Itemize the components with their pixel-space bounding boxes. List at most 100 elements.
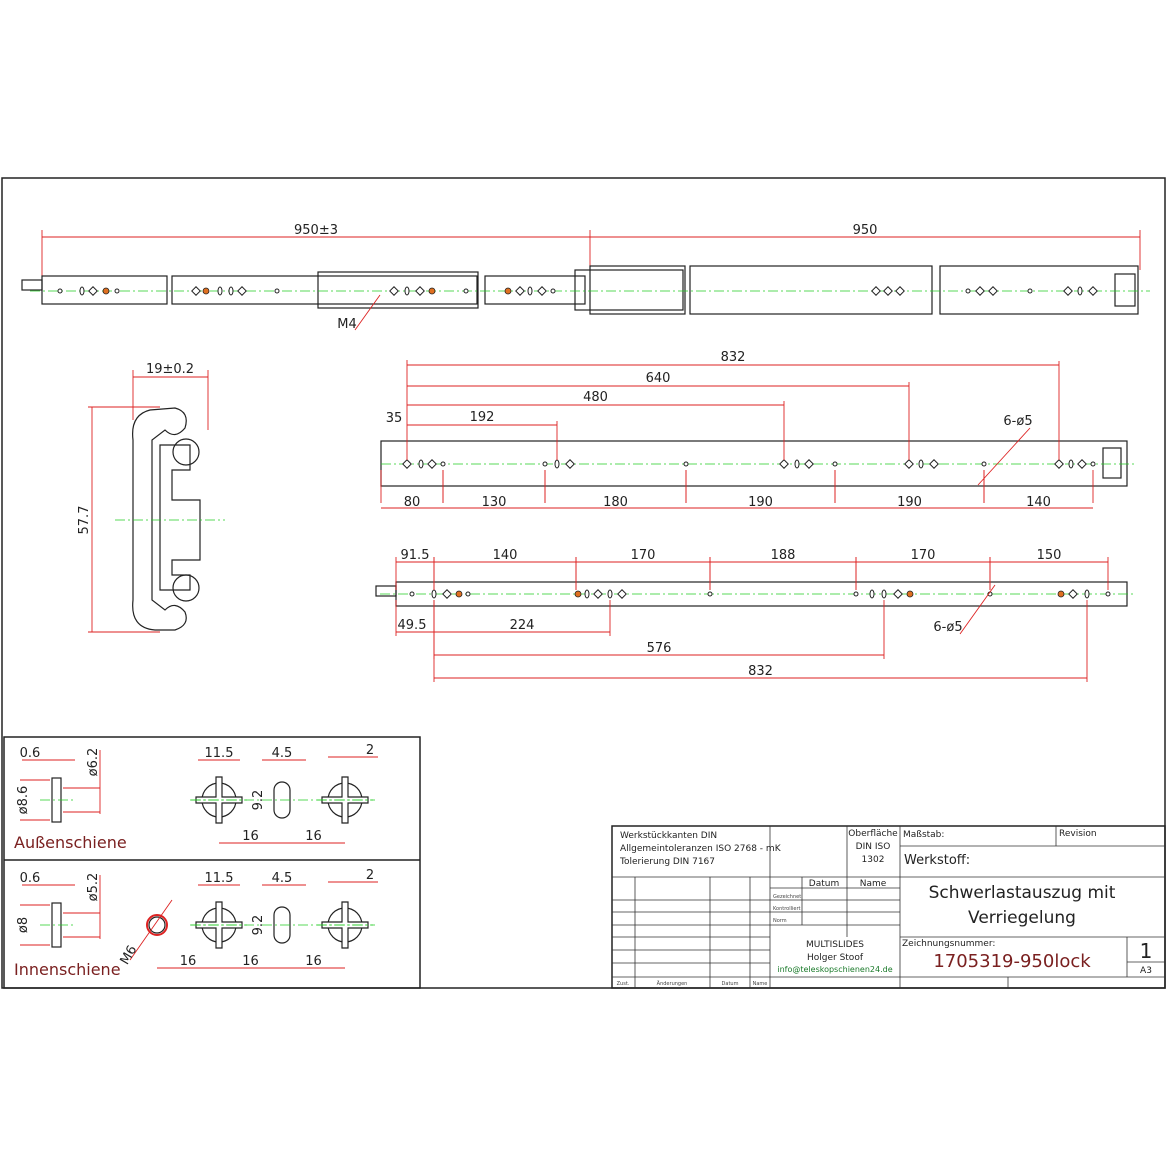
dim-slot-width: 4.5 <box>272 746 293 761</box>
dim-bottom: 224 <box>510 618 535 633</box>
hole-marker <box>427 459 437 469</box>
washer-dim: ø6.2 <box>86 748 101 777</box>
hole-marker <box>527 286 533 296</box>
hole-marker <box>57 288 63 294</box>
sheet-number: 1 <box>1140 939 1153 963</box>
hole-marker <box>574 590 582 598</box>
hole-marker <box>428 287 436 295</box>
hole-marker <box>537 286 547 296</box>
washer-dim: 0.6 <box>20 746 41 761</box>
hole-marker <box>442 589 452 599</box>
email-link[interactable]: info@teleskopschienen24.de <box>777 965 892 974</box>
hole-marker <box>929 459 939 469</box>
hole-marker <box>431 589 437 599</box>
drawing-number: 1705319-950lock <box>933 951 1091 972</box>
dim-top: 35 <box>386 411 403 426</box>
hole-marker <box>274 288 280 294</box>
hole-marker <box>1063 286 1073 296</box>
hole-marker <box>779 459 789 469</box>
thread-label-m4: M4 <box>337 317 357 332</box>
hole-marker <box>1088 286 1098 296</box>
top-view-assembly: 950±3 950 M4 <box>21 223 1150 332</box>
dim-top: 480 <box>583 390 608 405</box>
dim-pitch: 16 <box>180 954 197 969</box>
dim-slot-width: 4.5 <box>272 871 293 886</box>
footer-changes: Änderungen <box>657 980 688 987</box>
hole-marker <box>418 459 424 469</box>
dim-bottom: 576 <box>647 641 672 656</box>
hole-marker <box>463 288 469 294</box>
title-block: Werkstückkanten DIN Allgemeintoleranzen … <box>611 825 1166 989</box>
hole-marker <box>565 459 575 469</box>
hole-marker <box>515 286 525 296</box>
dim-bottom: 180 <box>603 495 628 510</box>
role-drawn: Gezeichnet <box>773 894 801 900</box>
hole-marker <box>1105 591 1111 597</box>
dim-top: 170 <box>631 548 656 563</box>
dim-pitch: 16 <box>242 829 259 844</box>
hole-marker <box>465 591 471 597</box>
hole-marker <box>389 286 399 296</box>
hole-marker <box>883 286 893 296</box>
cross-section: 19±0.2 57.7 <box>77 362 225 633</box>
hole-marker <box>1077 286 1083 296</box>
surface-number: 1302 <box>862 855 885 865</box>
hole-marker <box>1054 459 1064 469</box>
hole-marker <box>237 286 247 296</box>
hole-marker <box>202 287 210 295</box>
dim-top: 832 <box>721 350 746 365</box>
hole-marker <box>593 589 603 599</box>
thread-hole-m6 <box>146 914 168 936</box>
footer-status: Zust. <box>617 981 630 987</box>
washer-dim: 0.6 <box>20 871 41 886</box>
note-din: Tolerierung DIN 7167 <box>619 857 715 867</box>
scale-label: Maßstab: <box>903 830 944 840</box>
dim-height: 57.7 <box>77 506 92 535</box>
footer-date: Datum <box>722 981 739 987</box>
dim-cross-width: 11.5 <box>205 871 234 886</box>
hole-marker <box>440 461 446 467</box>
hole-marker <box>893 589 903 599</box>
hole-note-6x5: 6-ø5 <box>1003 414 1032 429</box>
hole-marker <box>217 286 223 296</box>
dim-bottom: 140 <box>1026 495 1051 510</box>
dim-top: 140 <box>493 548 518 563</box>
dim-950-tolerance: 950±3 <box>294 223 338 238</box>
surface-norm: DIN ISO <box>856 842 891 852</box>
hole-marker <box>402 459 412 469</box>
hole-marker <box>1090 461 1096 467</box>
dim-top: 640 <box>646 371 671 386</box>
dim-bottom: 190 <box>897 495 922 510</box>
hole-marker <box>102 287 110 295</box>
hole-marker <box>584 589 590 599</box>
hole-marker <box>1068 589 1078 599</box>
role-checked: Kontrolliert <box>773 906 801 912</box>
drawing-number-label: Zeichnungsnummer: <box>902 939 995 949</box>
dim-top: 170 <box>911 548 936 563</box>
label-inner-rail: Innenschiene <box>14 960 121 979</box>
hole-marker <box>895 286 905 296</box>
dim-slot-height: 9.2 <box>251 790 266 811</box>
hole-marker <box>832 461 838 467</box>
hole-marker <box>683 461 689 467</box>
dim-width: 19±0.2 <box>146 362 194 377</box>
footer-name: Name <box>753 981 768 987</box>
surface-label: Oberfläche <box>848 829 898 839</box>
hole-marker <box>975 286 985 296</box>
hole-marker <box>981 461 987 467</box>
dim-pitch: 16 <box>305 829 322 844</box>
dim-arm-width: 2 <box>366 743 374 758</box>
washer-dim: ø8.6 <box>16 786 31 815</box>
hole-marker <box>404 286 410 296</box>
hole-marker <box>707 591 713 597</box>
dim-cross-width: 11.5 <box>205 746 234 761</box>
drawing-frame <box>1 177 1166 989</box>
dim-pitch: 16 <box>242 954 259 969</box>
hole-marker <box>114 288 120 294</box>
dim-slot-height: 9.2 <box>251 915 266 936</box>
hole-marker <box>455 590 463 598</box>
hole-marker <box>415 286 425 296</box>
dim-bottom: 130 <box>482 495 507 510</box>
